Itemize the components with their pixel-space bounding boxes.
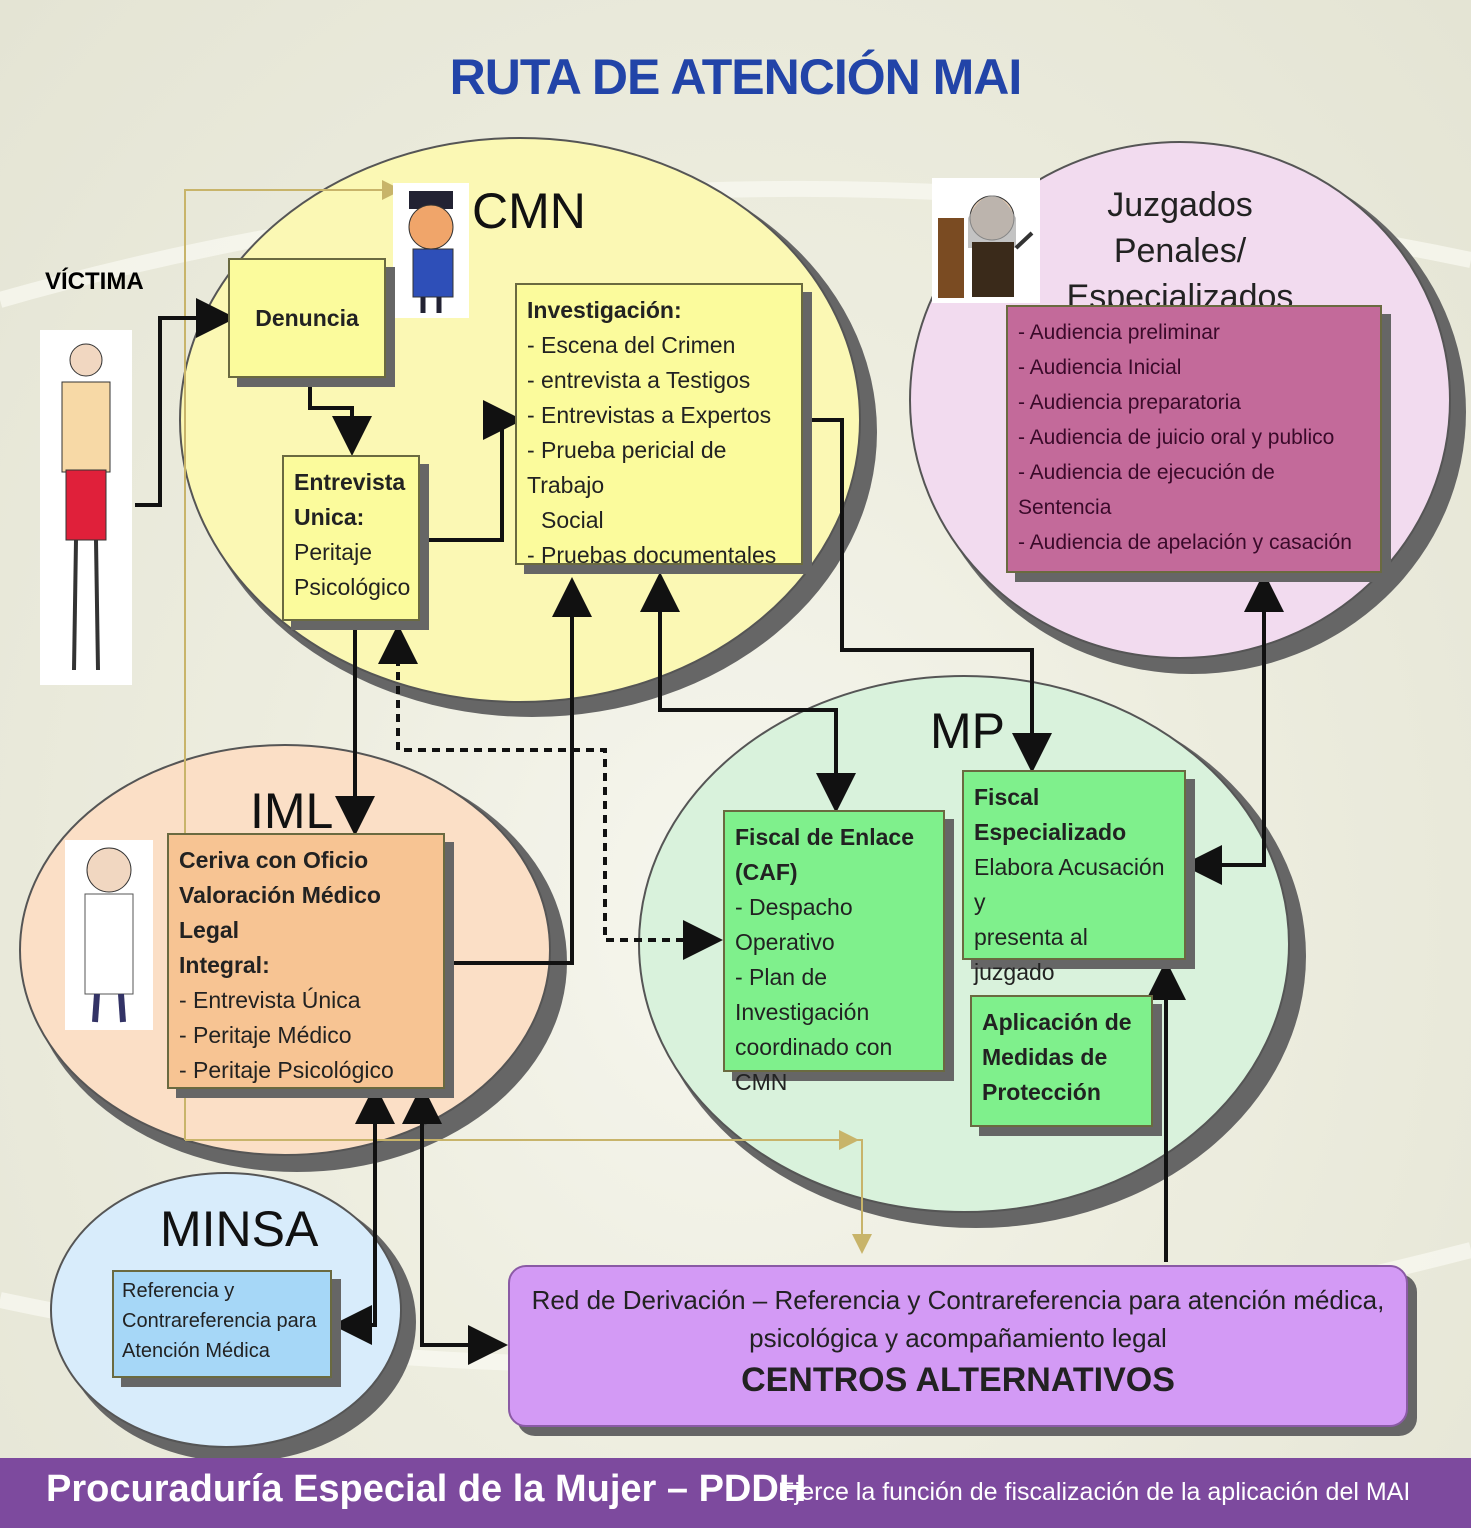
entrevista-head: Entrevista Unica: xyxy=(294,469,406,530)
victim-figure xyxy=(40,330,132,685)
investigacion-box: Investigación: - Escena del Crimen - ent… xyxy=(515,283,803,568)
investigacion-item: - Entrevistas a Expertos xyxy=(527,402,772,428)
arrow-entrevista-investigacion xyxy=(422,400,523,542)
minsa-item: Atención Médica xyxy=(122,1340,270,1362)
audiencia-item: - Audiencia preliminar xyxy=(1018,321,1220,344)
juzgados-label-line1: Juzgados Penales/ xyxy=(1107,186,1253,270)
iml-box: Ceriva con Oficio Valoración Médico Lega… xyxy=(167,833,445,1089)
investigacion-item: - entrevista a Testigos xyxy=(527,367,751,393)
minsa-item: Contrareferencia para xyxy=(122,1310,317,1332)
red-line1: Red de Derivación – Referencia y Contrar… xyxy=(531,1285,1385,1315)
police-figure xyxy=(393,183,469,318)
entrevista-item: Peritaje xyxy=(294,539,372,565)
iml-head: Ceriva con Oficio xyxy=(179,847,369,873)
yellow-connector xyxy=(184,180,402,1140)
medidas-line: Aplicación de xyxy=(982,1009,1132,1035)
medidas-line: Medidas de xyxy=(982,1044,1108,1070)
medidas-box: Aplicación de Medidas de Protección xyxy=(970,995,1153,1127)
iml-head: Valoración Médico Legal xyxy=(179,882,381,943)
minsa-box: Referencia y Contrareferencia para Atenc… xyxy=(112,1270,332,1378)
fiscal-especializado-item: Elabora Acusación y xyxy=(974,854,1165,915)
iml-label: IML xyxy=(250,783,334,839)
audiencia-item: - Audiencia de ejecución de Sentencia xyxy=(1018,461,1275,519)
investigacion-item: Social xyxy=(541,507,604,533)
arrow-denuncia-entrevista xyxy=(308,382,372,456)
arrow-iml-red xyxy=(420,1095,508,1365)
red-derivacion-box: Red de Derivación – Referencia y Contrar… xyxy=(508,1265,1408,1427)
audiencia-item: - Audiencia Inicial xyxy=(1018,356,1182,379)
victima-label: VÍCTIMA xyxy=(45,268,144,295)
investigacion-item: - Escena del Crimen xyxy=(527,332,736,358)
audiencia-item: - Audiencia de juicio oral y publico xyxy=(1018,426,1335,449)
iml-item: - Entrevista Única xyxy=(179,987,361,1013)
iml-head: Integral: xyxy=(179,952,270,978)
doctor-figure xyxy=(65,840,153,1030)
fiscal-enlace-head: (CAF) xyxy=(735,859,798,885)
medidas-line: Protección xyxy=(982,1079,1101,1105)
footer-bar: Procuraduría Especial de la Mujer – PDDH… xyxy=(0,1458,1471,1528)
entrevista-item: Psicológico xyxy=(294,574,411,600)
fiscal-enlace-item: coordinado con CMN xyxy=(735,1034,893,1095)
mp-label: MP xyxy=(930,703,1005,759)
arrow-iml-minsa xyxy=(332,1095,377,1345)
cmn-label: CMN xyxy=(472,183,586,239)
iml-item: - Peritaje Médico xyxy=(179,1022,352,1048)
fiscal-especializado-item: presenta al juzgado xyxy=(974,924,1088,985)
arrow-iml-investigacion xyxy=(447,577,592,965)
fiscal-enlace-box: Fiscal de Enlace (CAF) - Despacho Operat… xyxy=(723,810,945,1095)
arrow-investigacion-fiscal-especializado xyxy=(805,418,1052,773)
fiscal-enlace-item: - Despacho Operativo xyxy=(735,894,853,955)
minsa-item: Referencia y xyxy=(122,1280,235,1302)
arrow-victima-denuncia xyxy=(135,298,236,507)
fiscal-especializado-box: Fiscal Especializado Elabora Acusación y… xyxy=(962,770,1186,1020)
red-line3: CENTROS ALTERNATIVOS xyxy=(741,1361,1175,1399)
dashed-arrow-entrevista-fiscal xyxy=(396,630,723,960)
juzgados-label: Juzgados Penales/ Especializados xyxy=(1045,182,1315,320)
red-line2: psicológica y acompañamiento legal xyxy=(749,1323,1167,1353)
investigacion-head: Investigación: xyxy=(527,297,682,323)
footer-main: Procuraduría Especial de la Mujer – PDDH xyxy=(46,1468,807,1510)
investigacion-item: - Pruebas documentales xyxy=(527,542,777,568)
fiscal-enlace-head: Fiscal de Enlace xyxy=(735,824,914,850)
juzgados-box: - Audiencia preliminar - Audiencia Inici… xyxy=(1006,305,1382,573)
audiencia-item: - Audiencia de apelación y casación xyxy=(1018,531,1352,554)
entrevista-box: Entrevista Unica: Peritaje Psicológico xyxy=(282,455,420,621)
investigacion-item: - Prueba pericial de Trabajo xyxy=(527,437,727,498)
audiencia-item: - Audiencia preparatoria xyxy=(1018,391,1241,414)
fiscal-enlace-item: - Plan de Investigación xyxy=(735,964,870,1025)
fiscal-especializado-head: Fiscal Especializado xyxy=(974,784,1127,845)
iml-item: - Peritaje Psicológico xyxy=(179,1057,394,1083)
page-title: RUTA DE ATENCIÓN MAI xyxy=(449,49,1023,105)
judge-figure xyxy=(932,178,1040,303)
minsa-label: MINSA xyxy=(160,1201,319,1257)
denuncia-box: Denuncia xyxy=(228,258,386,378)
footer-sub: Ejerce la función de fiscalización de la… xyxy=(778,1478,1411,1506)
